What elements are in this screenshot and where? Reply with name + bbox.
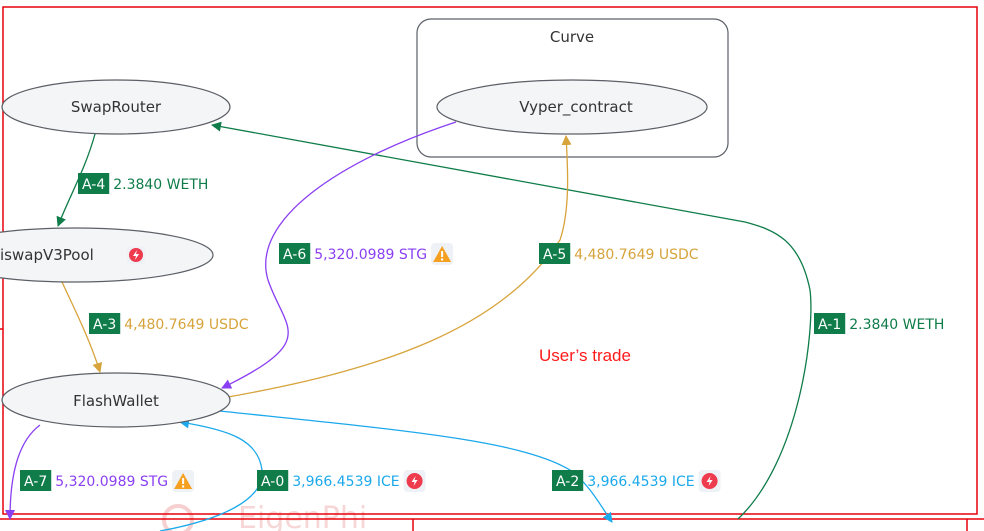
edge-amount-text: 4,480.7649 USDC [124,317,249,333]
node-vyper-contract-shape [436,79,708,135]
edge-a3-line [61,281,103,373]
edge-labels: A-4 2.3840 WETH A-6 5,320.0989 STG A-5 4,480.… [20,173,944,492]
edge-amount-text: 5,320.0989 STG [55,474,168,490]
node-vyper-contract-label: Vyper_contract [519,98,633,117]
warning-icon-glyph [441,251,444,257]
edge-id-badge [89,313,121,334]
warning-icon-glyph [182,478,185,484]
edge-amount-text: 5,320.0989 STG [314,247,427,263]
edge-id-text: A-3 [93,317,116,333]
node-uniswapv3pool-shape [0,227,214,283]
edge-amount-text: 2.3840 WETH [113,177,208,193]
edge-id-text: A-2 [556,474,579,490]
edge-id-badge [814,313,846,334]
edge-id-badge [552,470,584,491]
edge-a6-line [221,121,457,389]
edge-label-a-0: A-0 3,966.4539 ICE [257,470,426,492]
edge-id-text: A-1 [818,317,841,333]
node-flashwallet-shape [1,372,231,428]
edge-label-a-3: A-3 4,480.7649 USDC [89,313,249,334]
warning-icon-dot [440,258,444,261]
edge-id-text: A-4 [82,177,105,193]
edge-amount-text: 3,966.4539 ICE [292,474,399,490]
lightning-icon-glyph [133,250,139,260]
edge-amount-text: 3,966.4539 ICE [587,474,694,490]
curve-cluster-label: Curve [550,28,594,46]
node-flashwallet[interactable]: FlashWallet [1,372,231,428]
edge-amount-text: 2.3840 WETH [849,317,944,333]
node-flashwallet-label: FlashWallet [73,392,159,410]
edge-id-badge [539,243,571,264]
edge-id-text: A-5 [543,247,566,263]
users-trade-label: User’s trade [539,346,631,365]
node-uniswapv3pool-label: iswapV3Pool [0,246,94,264]
node-uniswapv3pool[interactable]: iswapV3Pool [0,227,214,283]
warning-icon-dot [181,485,185,488]
edge-label-a-6: A-6 5,320.0989 STG [279,243,454,265]
watermark-text: EigenPhi [238,501,367,531]
edge-label-a-2: A-2 3,966.4539 ICE [552,470,721,492]
node-swaprouter[interactable]: SwapRouter [1,79,231,135]
edge-id-badge [279,243,311,264]
lightning-icon-glyph [411,476,418,486]
edge-label-a-7: A-7 5,320.0989 STG [20,470,195,492]
watermark-logo-icon [162,504,194,531]
edge-id-text: A-7 [24,474,47,490]
edge-id-badge [257,470,289,491]
edge-id-badge [78,173,110,194]
edge-label-a-1: A-1 2.3840 WETH [814,313,944,334]
edge-id-badge [20,470,52,491]
edge-a5-line [227,135,572,398]
edge-id-text: A-6 [283,247,306,263]
edge-id-text: A-0 [261,474,284,490]
edge-a1-line [211,121,812,520]
node-vyper-contract[interactable]: Vyper_contract [436,79,708,135]
edge-a2-line [219,410,613,523]
edge-a7-line [5,424,41,520]
node-swaprouter-shape [1,79,231,135]
edge-a4-line [56,133,96,227]
node-swaprouter-label: SwapRouter [71,98,162,116]
edge-amount-text: 4,480.7649 USDC [574,247,699,263]
edge-label-a-5: A-5 4,480.7649 USDC [539,243,699,264]
edge-label-a-4: A-4 2.3840 WETH [78,173,208,194]
lightning-icon-glyph [706,476,713,486]
